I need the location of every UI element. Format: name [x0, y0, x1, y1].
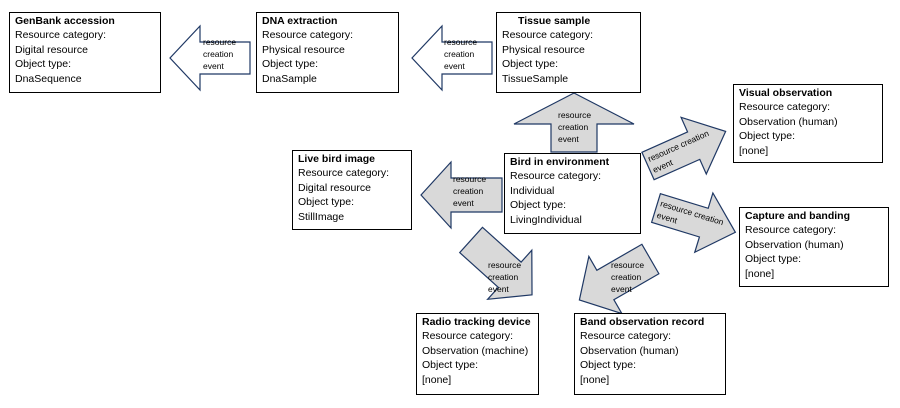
node-bird-in-environment: Bird in environment Resource category: I…: [504, 153, 641, 234]
arrow-bird-to-visual: resource creation event: [641, 116, 727, 181]
type-label: Object type:: [262, 58, 319, 71]
arrow-label-bird-to-radio-1: resource: [488, 260, 521, 270]
node-live-bird-image: Live bird image Resource category: Digit…: [292, 150, 412, 230]
category-label: Resource category:: [739, 101, 831, 114]
arrow-label-bird-to-radio-2: creation: [488, 272, 519, 282]
type-value: StillImage: [298, 210, 345, 223]
type-label: Object type:: [502, 58, 559, 71]
node-title: GenBank accession: [15, 15, 115, 27]
arrow-bird-to-livebird: resource creation event: [420, 160, 503, 230]
node-band-observation-record: Band observation record Resource categor…: [574, 313, 726, 395]
arrow-label-bird-to-livebird-3: event: [453, 198, 474, 208]
arrow-bird-to-capture: resource creation event: [650, 191, 737, 254]
arrow-label-bird-to-tissue-2: creation: [558, 122, 589, 132]
category-value: Digital resource: [298, 181, 371, 194]
type-value: [none]: [580, 373, 610, 386]
arrow-label-capture-to-band-1: resource: [611, 260, 644, 270]
arrow-tissue-to-dna: resource creation event: [411, 24, 493, 92]
arrow-label-tissue-to-dna-1: resource: [444, 37, 477, 47]
node-title: Live bird image: [298, 153, 376, 165]
category-label: Resource category:: [298, 167, 390, 180]
node-title: DNA extraction: [262, 15, 338, 27]
category-value: Individual: [510, 184, 555, 197]
node-title: Visual observation: [739, 87, 833, 99]
category-label: Resource category:: [745, 224, 837, 237]
node-title: Capture and banding: [745, 210, 850, 222]
node-title: Band observation record: [580, 316, 705, 328]
arrow-bird-to-tissue: resource creation event: [513, 92, 635, 153]
arrow-label-bird-to-radio-3: event: [488, 284, 509, 294]
category-label: Resource category:: [502, 29, 594, 42]
arrow-bird-to-radio: resource creation event: [458, 226, 533, 301]
category-value: Physical resource: [262, 43, 345, 56]
category-value: Physical resource: [502, 43, 585, 56]
category-label: Resource category:: [262, 29, 354, 42]
arrow-label-dna-to-genbank-3: event: [203, 61, 224, 71]
arrow-label-bird-to-tissue-1: resource: [558, 110, 591, 120]
arrow-label-capture-to-band-3: event: [611, 284, 632, 294]
node-capture-and-banding: Capture and banding Resource category: O…: [739, 207, 889, 287]
category-value: Digital resource: [15, 43, 88, 56]
category-value: Observation (machine): [422, 344, 529, 357]
arrow-label-bird-to-livebird-1: resource: [453, 174, 486, 184]
node-radio-tracking-device: Radio tracking device Resource category:…: [416, 313, 539, 395]
category-label: Resource category:: [422, 330, 514, 343]
type-value: LivingIndividual: [510, 213, 582, 226]
type-label: Object type:: [510, 199, 567, 212]
type-value: [none]: [422, 373, 452, 386]
arrow-dna-to-genbank: resource creation event: [169, 24, 251, 92]
type-label: Object type:: [580, 359, 637, 372]
category-label: Resource category:: [15, 29, 107, 42]
arrow-label-dna-to-genbank-2: creation: [203, 49, 234, 59]
type-label: Object type:: [15, 58, 72, 71]
category-value: Observation (human): [580, 344, 679, 357]
arrow-label-capture-to-band-2: creation: [611, 272, 642, 282]
category-label: Resource category:: [510, 170, 602, 183]
arrow-label-dna-to-genbank-1: resource: [203, 37, 236, 47]
type-value: DnaSequence: [15, 72, 82, 85]
node-title: Tissue sample: [518, 15, 591, 27]
category-value: Observation (human): [739, 115, 838, 128]
node-tissue-sample: Tissue sample Resource category: Physica…: [496, 12, 641, 93]
type-label: Object type:: [298, 196, 355, 209]
type-label: Object type:: [422, 359, 479, 372]
arrow-capture-to-band: resource creation event: [578, 243, 660, 315]
arrow-label-tissue-to-dna-2: creation: [444, 49, 475, 59]
type-value: DnaSample: [262, 72, 317, 85]
node-visual-observation: Visual observation Resource category: Ob…: [733, 84, 883, 163]
node-genbank-accession: GenBank accession Resource category: Dig…: [9, 12, 161, 93]
node-title: Radio tracking device: [422, 316, 531, 328]
node-title: Bird in environment: [510, 156, 610, 168]
arrow-label-bird-to-tissue-3: event: [558, 134, 579, 144]
type-value: TissueSample: [502, 72, 569, 85]
type-label: Object type:: [739, 130, 796, 143]
node-dna-extraction: DNA extraction Resource category: Physic…: [256, 12, 399, 93]
arrow-label-tissue-to-dna-3: event: [444, 61, 465, 71]
type-value: [none]: [739, 144, 769, 157]
type-value: [none]: [745, 267, 775, 280]
arrow-label-bird-to-livebird-2: creation: [453, 186, 484, 196]
type-label: Object type:: [745, 253, 802, 266]
category-value: Observation (human): [745, 238, 844, 251]
category-label: Resource category:: [580, 330, 672, 343]
